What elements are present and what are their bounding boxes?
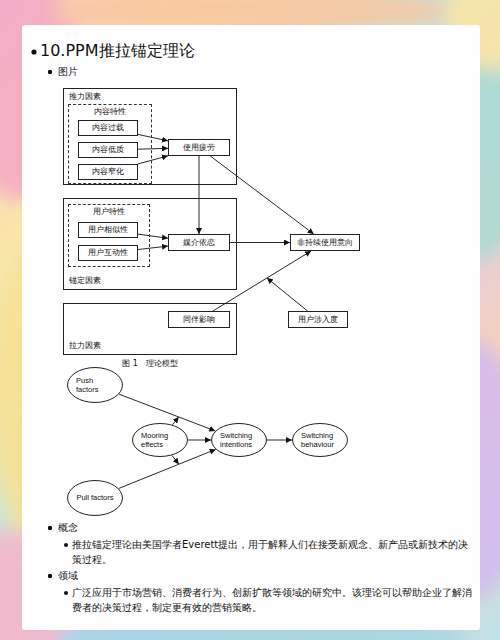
arrow-connector [230, 242, 290, 243]
node-label: 内容低质 [92, 145, 124, 155]
ellipse-outline [293, 424, 348, 457]
trait-group: 用户特性用户相似性用户互动性 [68, 204, 150, 267]
group-label: 用户特性 [69, 207, 149, 217]
arrow-connector [138, 156, 168, 164]
node-label: 使用疲劳 [183, 143, 215, 153]
arrow-connector [213, 251, 311, 311]
arrow-connector [138, 148, 168, 150]
concept-box: 同伴影响 [168, 311, 230, 328]
factor-group: 锚定因素用户特性用户相似性用户互动性媒介依恋 [63, 198, 237, 290]
bullet [64, 591, 68, 595]
bullet-heading: 图片 [58, 65, 78, 80]
node-label: 用户涉入度 [298, 315, 338, 325]
node-label: Switching intentions [220, 431, 258, 450]
node-label: Push factors [76, 376, 114, 395]
bullet-heading: 概念 [58, 521, 78, 536]
concept-box: 媒介依恋 [168, 234, 230, 251]
node-label: Switching behaviour [301, 431, 339, 450]
concept-box: 使用疲劳 [168, 139, 230, 156]
group-label: 拉力因素 [69, 341, 101, 351]
moderator-arrow [172, 417, 178, 425]
arrow-connector [138, 234, 168, 238]
node-label: 用户互动性 [88, 248, 128, 258]
node-label: 同伴影响 [183, 315, 215, 325]
group-label: 内容特性 [69, 107, 151, 117]
arrow-connector [210, 156, 313, 234]
body-text: 推拉锚定理论由美国学者Everett提出，用于解释人们在接受新观念、新产品或新技… [72, 538, 474, 567]
ellipse-outline [68, 481, 123, 516]
group-label: 锚定因素 [69, 276, 101, 286]
bullet [31, 49, 36, 54]
concept-box: 用户涉入度 [288, 311, 348, 328]
moderator-arrow [267, 278, 308, 311]
arrow-connector [188, 440, 211, 441]
node-label: 用户相似性 [88, 225, 128, 235]
node-label: 内容过载 [92, 123, 124, 133]
arrow-connector [138, 134, 168, 140]
factor-ellipse: Switching behaviour [292, 423, 348, 457]
ellipse-outline [133, 424, 188, 457]
ellipse-outline [68, 368, 123, 403]
figure-caption: 图 1 理论模型 [100, 358, 200, 369]
page-title: 10.PPM推拉锚定理论 [40, 41, 195, 62]
bullet [48, 70, 52, 74]
concept-box: 非持续使用意向 [290, 234, 360, 251]
body-text: 广泛应用于市场营销、消费者行为、创新扩散等领域的研究中。该理论可以帮助企业了解消… [72, 586, 474, 615]
group-label: 推力因素 [69, 92, 101, 102]
bullet [64, 543, 68, 547]
concept-box: 内容过载 [78, 120, 138, 136]
factor-ellipse: Pull factors [67, 480, 123, 516]
node-label: 非持续使用意向 [297, 238, 353, 248]
bullet-heading: 领域 [58, 569, 78, 584]
concept-box: 用户相似性 [78, 222, 138, 238]
factor-ellipse: Mooring effects [132, 423, 188, 457]
white-card [22, 25, 480, 630]
ellipse-outline [212, 424, 267, 457]
factor-ellipse: Push factors [67, 367, 123, 403]
bullet [48, 574, 52, 578]
factor-group: 推力因素内容特性内容过载内容低质内容窄化 使用疲劳 [63, 88, 237, 185]
concept-box: 用户互动性 [78, 245, 138, 261]
factor-ellipse: Switching intentions [211, 423, 267, 457]
arrow-connector [199, 156, 200, 234]
node-label: Pull factors [76, 493, 113, 502]
arrow-connector [267, 440, 292, 441]
concept-box: 内容窄化 [78, 164, 138, 180]
node-label: 内容窄化 [92, 167, 124, 177]
concept-box: 内容低质 [78, 142, 138, 158]
node-label: Mooring effects [141, 431, 179, 450]
arrow-connector [138, 246, 168, 249]
moderator-arrow [172, 455, 179, 464]
bullet [48, 526, 52, 530]
node-label: 媒介依恋 [183, 238, 215, 248]
factor-group: 拉力因素 同伴影响 [63, 303, 237, 355]
trait-group: 内容特性内容过载内容低质内容窄化 [68, 104, 152, 184]
